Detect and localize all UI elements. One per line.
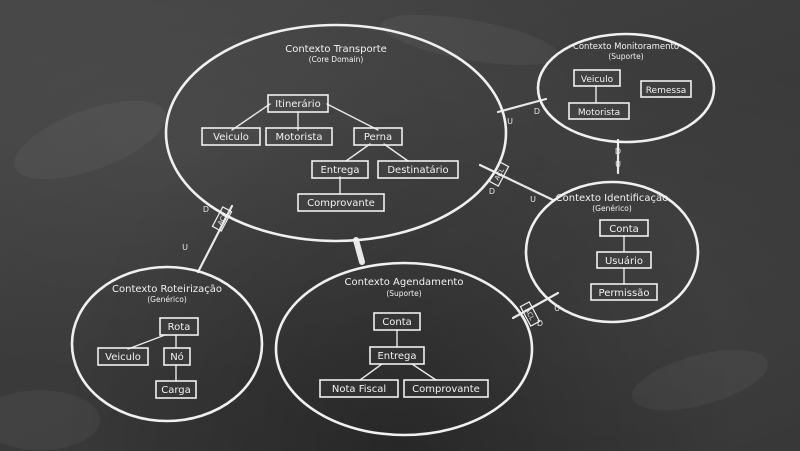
context-agendamento-title: Contexto Agendamento bbox=[345, 277, 464, 288]
node-transporte-perna bbox=[353, 127, 403, 146]
context-agendamento-subtitle: (Suporte) bbox=[386, 289, 421, 298]
context-transporte: Contexto Transporte (Core Domain) Itiner… bbox=[201, 44, 459, 212]
node-agendamento-nota-fiscal-label: Nota Fiscal bbox=[332, 384, 386, 395]
rel-transporte-monitoramento-u: U bbox=[507, 117, 513, 126]
node-transporte-motorista bbox=[265, 127, 333, 146]
rel-monitoramento-identificacao-u: U bbox=[615, 160, 621, 169]
node-monitoramento-remessa-label: Remessa bbox=[646, 86, 687, 96]
node-roteirizacao-no bbox=[163, 347, 191, 366]
rel-transporte-identificacao-d: D bbox=[489, 187, 495, 196]
node-transporte-veiculo bbox=[201, 127, 261, 146]
rel-transporte-identificacao-u: U bbox=[530, 195, 536, 204]
node-transporte-itinerario bbox=[267, 94, 329, 113]
node-agendamento-nota-fiscal bbox=[319, 379, 399, 398]
context-identificacao-boundary bbox=[524, 180, 700, 324]
node-roteirizacao-carga-label: Carga bbox=[161, 385, 191, 396]
node-monitoramento-motorista bbox=[568, 102, 630, 120]
context-agendamento-boundary bbox=[274, 261, 534, 437]
context-monitoramento: Contexto Monitoramento (Suporte) Veiculo… bbox=[568, 42, 692, 120]
context-monitoramento-title: Contexto Monitoramento bbox=[573, 42, 679, 52]
acl-transporte-identificacao: ACL bbox=[488, 161, 510, 187]
rel-agendamento-identificacao-d: D bbox=[537, 319, 543, 328]
node-identificacao-conta bbox=[599, 219, 649, 237]
node-roteirizacao-veiculo bbox=[97, 347, 149, 366]
roteirizacao-links bbox=[127, 334, 177, 382]
connection-transporte-agendamento bbox=[353, 237, 365, 265]
node-agendamento-entrega bbox=[369, 346, 425, 365]
node-roteirizacao-veiculo-label: Veiculo bbox=[105, 352, 141, 363]
context-roteirizacao: Contexto Roteirização (Genérico) Rota Ve… bbox=[97, 284, 222, 399]
connection-transporte-monitoramento bbox=[496, 97, 548, 114]
rel-transporte-monitoramento-d: D bbox=[534, 107, 540, 116]
node-identificacao-usuario-label: Usuário bbox=[605, 255, 643, 267]
node-agendamento-comprovante-label: Comprovante bbox=[412, 384, 480, 395]
chalk-smudges bbox=[0, 14, 768, 450]
context-identificacao-title: Contexto Identificação bbox=[556, 193, 669, 204]
acl-transporte-roteirizacao: ACL bbox=[211, 206, 233, 232]
node-transporte-itinerario-label: Itinerário bbox=[275, 98, 320, 110]
node-monitoramento-veiculo-label: Veiculo bbox=[581, 75, 614, 85]
node-roteirizacao-rota bbox=[159, 317, 199, 336]
node-agendamento-comprovante bbox=[403, 379, 489, 398]
node-transporte-perna-label: Perna bbox=[364, 132, 392, 143]
context-identificacao: Contexto Identificação (Genérico) Conta … bbox=[556, 193, 669, 301]
node-identificacao-usuario bbox=[596, 251, 652, 269]
node-roteirizacao-no-label: Nó bbox=[170, 351, 184, 363]
connection-transporte-identificacao bbox=[478, 163, 555, 202]
rel-transporte-roteirizacao-d: D bbox=[203, 205, 209, 214]
rel-monitoramento-identificacao-d: D bbox=[615, 147, 621, 156]
node-transporte-entrega bbox=[311, 160, 369, 179]
node-agendamento-conta-label: Conta bbox=[382, 317, 412, 328]
rel-agendamento-identificacao-u: U bbox=[554, 304, 560, 313]
context-roteirizacao-subtitle: (Genérico) bbox=[147, 295, 187, 304]
node-transporte-entrega-label: Entrega bbox=[320, 165, 359, 176]
node-monitoramento-motorista-label: Motorista bbox=[578, 108, 620, 118]
context-monitoramento-subtitle: (Suporte) bbox=[608, 52, 643, 61]
context-identificacao-subtitle: (Genérico) bbox=[592, 204, 632, 213]
context-transporte-subtitle: (Core Domain) bbox=[309, 55, 364, 64]
node-roteirizacao-rota-label: Rota bbox=[168, 322, 191, 333]
context-monitoramento-boundary bbox=[536, 32, 716, 144]
node-agendamento-conta bbox=[373, 312, 421, 331]
context-roteirizacao-boundary bbox=[70, 265, 264, 423]
relationship-markers: U D D U ACL D U D ACL U ACL D U bbox=[182, 107, 621, 328]
context-transporte-boundary bbox=[164, 23, 508, 243]
context-roteirizacao-title: Contexto Roteirização bbox=[112, 284, 222, 295]
node-transporte-motorista-label: Motorista bbox=[276, 132, 323, 143]
transporte-links bbox=[231, 103, 409, 195]
context-transporte-title: Contexto Transporte bbox=[285, 44, 387, 55]
node-identificacao-permissao-label: Permissão bbox=[599, 288, 650, 299]
acl-agendamento-identificacao: ACL bbox=[519, 301, 541, 327]
agendamento-links bbox=[359, 329, 437, 381]
node-transporte-comprovante-label: Comprovante bbox=[307, 198, 375, 209]
node-identificacao-conta-label: Conta bbox=[609, 224, 639, 235]
node-roteirizacao-carga bbox=[155, 380, 197, 399]
node-identificacao-permissao bbox=[590, 283, 658, 301]
node-transporte-destinatario bbox=[377, 160, 459, 179]
node-monitoramento-remessa bbox=[640, 80, 692, 98]
node-transporte-veiculo-label: Veiculo bbox=[213, 132, 249, 143]
context-agendamento: Contexto Agendamento (Suporte) Conta Ent… bbox=[319, 277, 489, 398]
node-agendamento-entrega-label: Entrega bbox=[377, 351, 416, 362]
node-monitoramento-veiculo bbox=[573, 69, 621, 87]
node-transporte-destinatario-label: Destinatário bbox=[387, 164, 448, 176]
rel-transporte-roteirizacao-u: U bbox=[182, 243, 188, 252]
node-transporte-comprovante bbox=[297, 193, 385, 212]
